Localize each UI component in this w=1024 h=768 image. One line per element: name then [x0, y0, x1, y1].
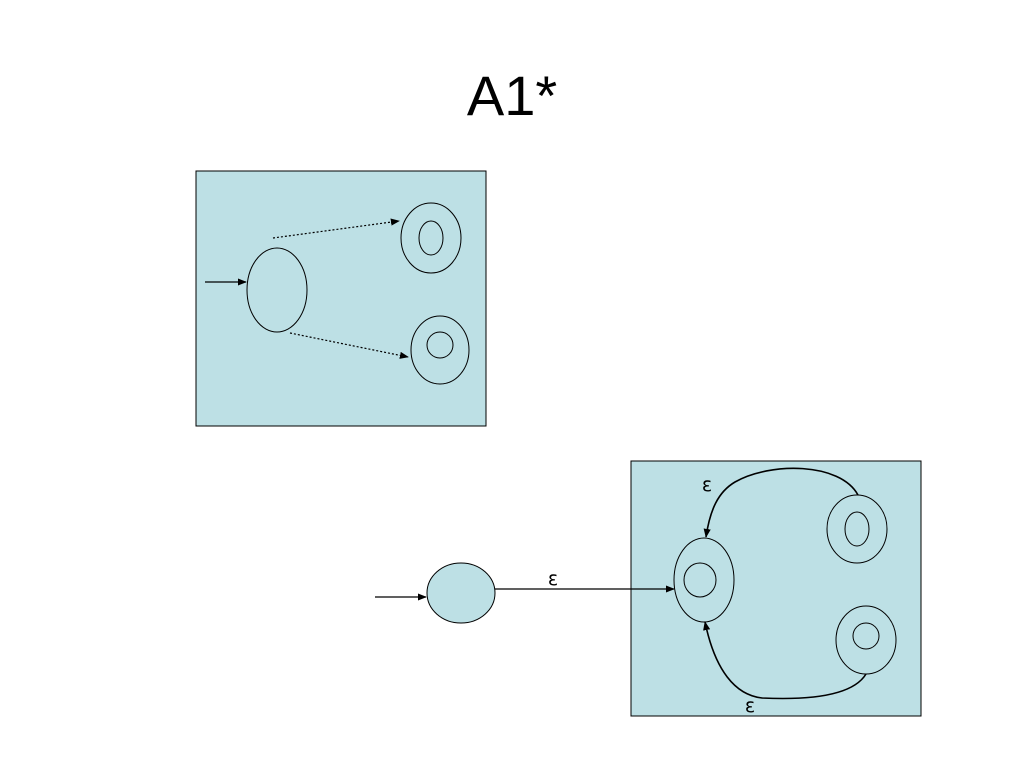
- epsilon-loop-bottom: [703, 621, 867, 700]
- automaton-a1-panel: [195, 170, 487, 427]
- a1-transition-upper: [272, 218, 400, 239]
- accept-state-top: [826, 494, 888, 564]
- epsilon-label-top: ε: [702, 474, 712, 496]
- epsilon-label-bottom: ε: [745, 695, 755, 717]
- new-start-state: [426, 562, 496, 624]
- a1-start-state: [246, 247, 308, 333]
- automaton-a1: [195, 170, 487, 427]
- epsilon-loop-top: [703, 467, 859, 538]
- a1-transition-lower: [289, 332, 409, 359]
- slide-title: A1*: [466, 64, 558, 127]
- epsilon-label-middle: ε: [548, 568, 558, 590]
- a1-accept-state-top: [400, 202, 462, 274]
- a1-accept-state-bottom: [410, 315, 470, 385]
- automaton-a1-star: ε ε ε: [375, 460, 922, 717]
